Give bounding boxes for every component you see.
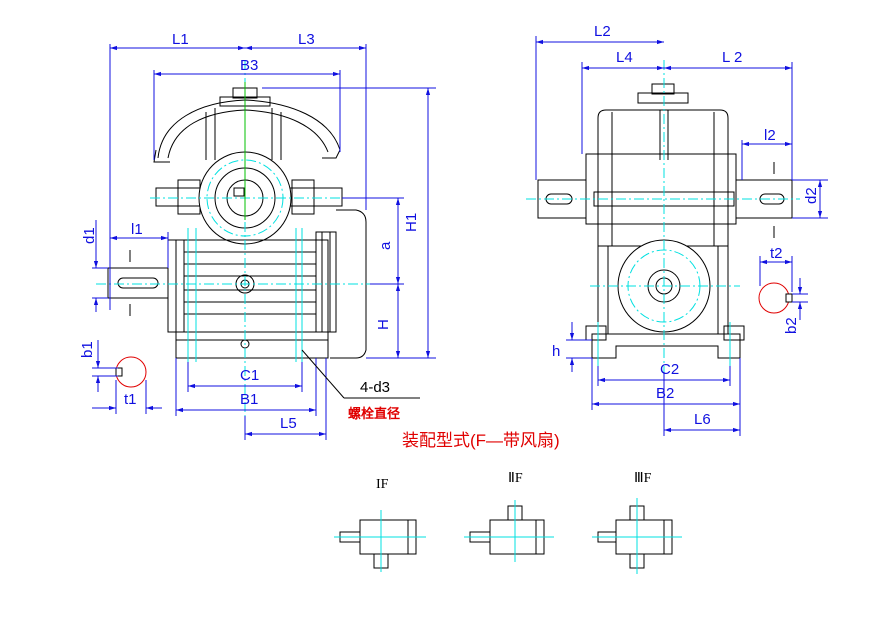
dim-t1: t1 bbox=[124, 391, 137, 408]
front-view bbox=[96, 60, 370, 440]
dim-l2: l2 bbox=[764, 127, 776, 144]
dim-H1: H1 bbox=[403, 213, 420, 232]
dim-L5: L5 bbox=[280, 415, 297, 432]
dim-L3: L3 bbox=[298, 31, 315, 48]
dim-C2: C2 bbox=[660, 361, 679, 378]
dim-d3: 4-d3 bbox=[360, 379, 390, 396]
dim-d2: d2 bbox=[803, 187, 820, 204]
dim-L2-top: L2 bbox=[594, 23, 611, 40]
assembly-type-2: ⅡF bbox=[464, 471, 554, 562]
assembly-type-label: ⅢF bbox=[634, 471, 652, 486]
dim-h: h bbox=[552, 343, 560, 360]
dim-H: H bbox=[375, 319, 392, 330]
assembly-type-label: IF bbox=[376, 477, 389, 492]
dim-L6: L6 bbox=[694, 411, 711, 428]
dim-d1: d1 bbox=[81, 227, 98, 244]
assembly-type-1: IF bbox=[334, 477, 426, 572]
dim-B2: B2 bbox=[656, 385, 674, 402]
dim-l1: l1 bbox=[131, 221, 143, 238]
dim-B1: B1 bbox=[240, 391, 258, 408]
dim-t2: t2 bbox=[770, 245, 783, 262]
front-view-dimensions: L1 L3 B3 d1 l1 H1 a H b1 bbox=[79, 31, 436, 440]
dim-B3: B3 bbox=[240, 57, 258, 74]
assembly-type-label: ⅡF bbox=[508, 471, 523, 486]
dim-a: a bbox=[377, 241, 394, 250]
bolt-note: 螺栓直径 bbox=[348, 406, 400, 421]
dim-C1: C1 bbox=[240, 367, 259, 384]
side-view-dimensions: L2 L4 L 2 l2 d2 t2 b2 h C2 bbox=[535, 23, 828, 436]
dim-b2: b2 bbox=[783, 317, 800, 334]
dim-L4: L4 bbox=[616, 49, 633, 66]
dim-L2-right: L 2 bbox=[722, 49, 742, 66]
dim-L1: L1 bbox=[172, 31, 189, 48]
side-view bbox=[526, 60, 800, 372]
dim-b1: b1 bbox=[79, 341, 96, 358]
assembly-type-3: ⅢF bbox=[592, 471, 682, 574]
assembly-title: 装配型式(F—带风扇) bbox=[402, 431, 560, 450]
